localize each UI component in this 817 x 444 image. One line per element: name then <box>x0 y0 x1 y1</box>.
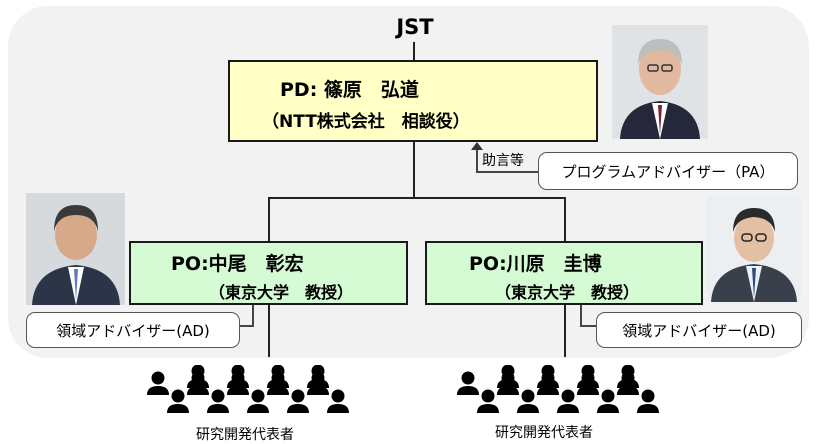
ad-left-connector-vertical <box>252 305 254 326</box>
po-right-photo <box>707 196 801 302</box>
researcher-group-left-caption: 研究開発代表者 <box>196 427 294 443</box>
jst-label: JST <box>396 15 434 39</box>
po-right-affiliation: （東京大学 教授） <box>495 283 640 302</box>
po-left-box: PO:中尾 彰宏 （東京大学 教授） <box>129 241 408 305</box>
researcher-group-right-caption: 研究開発代表者 <box>495 425 593 441</box>
pd-affiliation: （NTT株式会社 相談役） <box>262 112 470 132</box>
ad-right-connector-vertical <box>580 305 582 326</box>
connector-right-down <box>564 197 566 241</box>
advice-arrow-icon <box>471 142 483 150</box>
po-right-box: PO:川原 圭博 （東京大学 教授） <box>425 241 703 305</box>
ad-left-connector-horizontal <box>240 325 254 327</box>
advice-connector-horizontal <box>476 171 538 173</box>
researcher-group-right-icon <box>457 365 659 413</box>
connector-pd-down <box>413 142 415 198</box>
pd-title: PD: 篠原 弘道 <box>280 79 419 101</box>
po-left-title: PO:中尾 彰宏 <box>171 253 304 275</box>
advice-connector-vertical <box>476 148 478 172</box>
researcher-group-left-icon <box>147 365 349 413</box>
ad-right-box: 領域アドバイザー(AD) <box>596 312 802 348</box>
connector-left-bottom <box>268 305 270 357</box>
ad-left-box: 領域アドバイザー(AD) <box>26 312 240 348</box>
advice-label: 助言等 <box>482 153 524 169</box>
connector-right-bottom <box>564 305 566 357</box>
connector-jst-pd <box>413 42 415 60</box>
pd-photo <box>612 25 708 139</box>
pd-box: PD: 篠原 弘道 （NTT株式会社 相談役） <box>228 60 598 142</box>
po-right-title: PO:川原 圭博 <box>469 253 602 275</box>
pa-box: プログラムアドバイザー（PA） <box>538 152 798 190</box>
connector-left-down <box>268 197 270 241</box>
connector-horizontal <box>268 197 565 199</box>
po-left-affiliation: （東京大学 教授） <box>209 283 354 302</box>
po-left-photo <box>26 193 125 305</box>
ad-right-connector-horizontal <box>580 325 596 327</box>
